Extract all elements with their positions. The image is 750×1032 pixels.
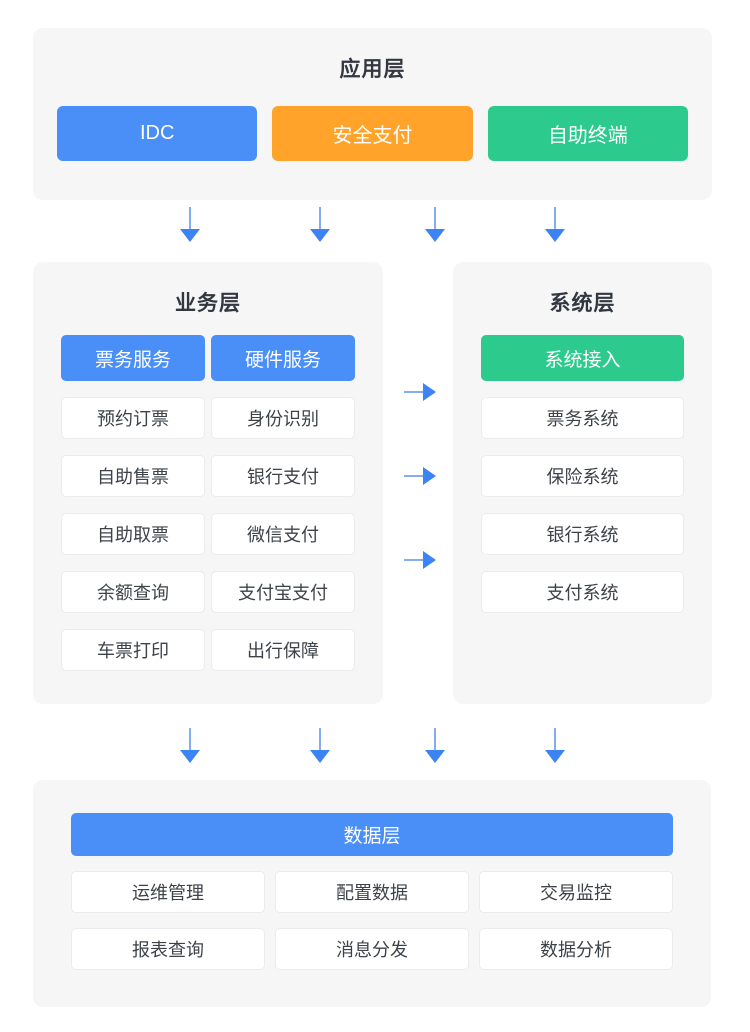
arrow-down-icon-6 — [310, 728, 330, 763]
item-bank-system: 银行系统 — [481, 513, 684, 555]
block-secure-payment: 安全支付 — [272, 106, 473, 161]
arrow-down-icon-1 — [180, 207, 200, 242]
item-self-ticket-sale: 自助售票 — [61, 455, 205, 497]
item-transaction-monitoring: 交易监控 — [479, 871, 673, 913]
item-reserve-ticket: 预约订票 — [61, 397, 205, 439]
block-hardware-service: 硬件服务 — [211, 335, 355, 381]
item-alipay-payment: 支付宝支付 — [211, 571, 355, 613]
item-payment-system: 支付系统 — [481, 571, 684, 613]
item-config-data: 配置数据 — [275, 871, 469, 913]
business-layer-card: 业务层 票务服务 硬件服务 预约订票 身份识别 自助售票 银行支付 自助取票 微… — [33, 262, 383, 704]
item-bank-payment: 银行支付 — [211, 455, 355, 497]
application-blocks-row: IDC 安全支付 自助终端 — [33, 84, 712, 161]
business-items-grid: 票务服务 硬件服务 预约订票 身份识别 自助售票 银行支付 自助取票 微信支付 … — [61, 335, 355, 671]
arrow-down-icon-2 — [310, 207, 330, 242]
item-ops-management: 运维管理 — [71, 871, 265, 913]
item-wechat-pay: 微信支付 — [211, 513, 355, 555]
data-layer-card: 数据层 运维管理 配置数据 交易监控 报表查询 消息分发 数据分析 — [33, 780, 711, 1007]
item-report-query: 报表查询 — [71, 928, 265, 970]
item-ticket-printing: 车票打印 — [61, 629, 205, 671]
arrow-down-icon-8 — [545, 728, 565, 763]
arrow-down-icon-3 — [425, 207, 445, 242]
arrow-right-icon-1 — [404, 383, 436, 401]
block-system-access: 系统接入 — [481, 335, 684, 381]
item-data-analysis: 数据分析 — [479, 928, 673, 970]
item-ticketing-system: 票务系统 — [481, 397, 684, 439]
system-layer-card: 系统层 系统接入 票务系统 保险系统 银行系统 支付系统 — [453, 262, 712, 704]
block-ticket-service: 票务服务 — [61, 335, 205, 381]
arrow-down-icon-7 — [425, 728, 445, 763]
item-self-ticket-pickup: 自助取票 — [61, 513, 205, 555]
arrow-right-icon-2 — [404, 467, 436, 485]
block-idc: IDC — [57, 106, 258, 161]
item-balance-inquiry: 余额查询 — [61, 571, 205, 613]
arrow-down-icon-4 — [545, 207, 565, 242]
item-identity-recognition: 身份识别 — [211, 397, 355, 439]
system-items-column: 系统接入 票务系统 保险系统 银行系统 支付系统 — [481, 335, 684, 613]
item-insurance-system: 保险系统 — [481, 455, 684, 497]
system-layer-title: 系统层 — [549, 292, 616, 315]
item-message-dispatch: 消息分发 — [275, 928, 469, 970]
arrow-down-icon-5 — [180, 728, 200, 763]
business-layer-title: 业务层 — [175, 292, 241, 315]
data-layer-title-bar: 数据层 — [71, 813, 673, 856]
application-layer-title: 应用层 — [339, 58, 406, 81]
block-self-service-terminal: 自助终端 — [487, 106, 688, 161]
data-items-grid: 运维管理 配置数据 交易监控 报表查询 消息分发 数据分析 — [71, 871, 673, 970]
arrow-right-icon-3 — [404, 551, 436, 569]
application-layer-card: 应用层 IDC 安全支付 自助终端 — [33, 28, 712, 200]
item-travel-protection: 出行保障 — [211, 629, 355, 671]
